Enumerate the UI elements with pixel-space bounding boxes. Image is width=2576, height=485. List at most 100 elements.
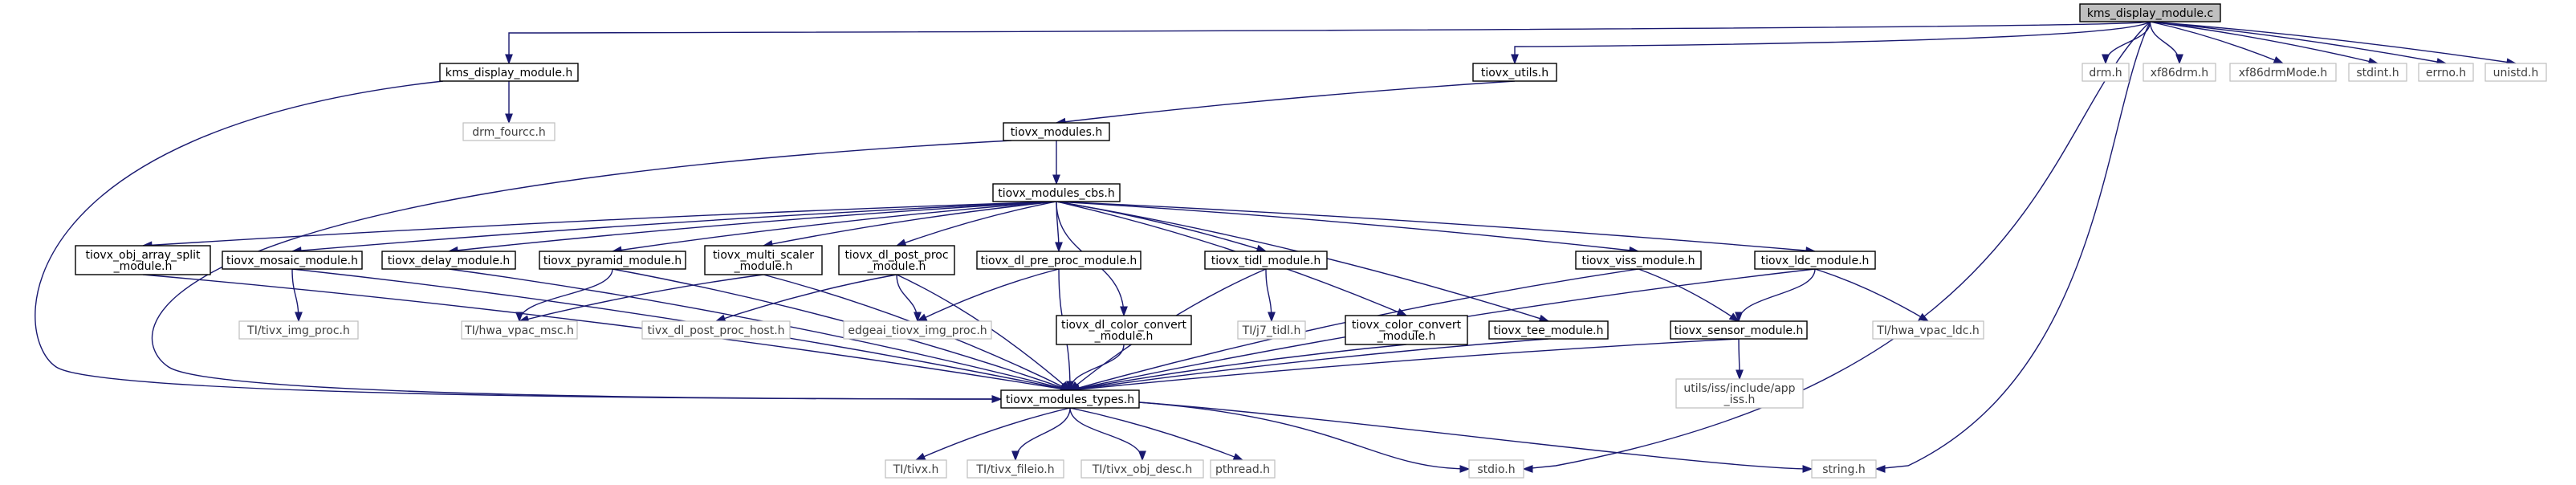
edge-arrowhead xyxy=(1459,465,1471,473)
node-box xyxy=(461,320,578,340)
node-box xyxy=(1003,122,1110,141)
node-label: TI/tivx_obj_desc.h xyxy=(1092,463,1193,476)
edge-line xyxy=(2150,21,2284,64)
edge-arrowhead xyxy=(1918,312,1930,322)
edge-tiovx_modules_h-to-tiovx_modules_cbs_h xyxy=(1052,141,1060,185)
node-label: TI/tivx_fileio.h xyxy=(975,463,1054,476)
node-tiovx-color-convert-module-h[interactable]: tiovx_color_convert_module.h xyxy=(1345,315,1468,345)
edge-arrowhead xyxy=(1268,312,1276,323)
node-box xyxy=(1468,459,1524,479)
edge-line xyxy=(519,274,764,322)
edge-tiovx_modules_types_h-to-tivx_fileio_h xyxy=(1011,407,1071,462)
edge-line xyxy=(917,268,1060,322)
edge-tiovx_modules_h-to-tiovx_modules_types_h xyxy=(151,140,1012,403)
node-tiovx-multi-scaler-module-h[interactable]: tiovx_multi_scaler_module.h xyxy=(704,245,823,275)
node-label: _iss.h xyxy=(1723,393,1756,406)
node-box xyxy=(1345,315,1468,345)
edge-line xyxy=(1814,268,1929,322)
node-box xyxy=(1670,320,1808,340)
edge-arrowhead xyxy=(1735,312,1743,323)
node-tiovx-tidl-module-h[interactable]: tiovx_tidl_module.h xyxy=(1204,251,1328,270)
edge-tiovx_modules_types_h-to-stdio_h xyxy=(1138,401,1471,473)
node-tiovx-utils-h[interactable]: tiovx_utils.h xyxy=(1472,63,1557,82)
node-label: TI/hwa_vpac_msc.h xyxy=(464,324,574,337)
node-tiovx-pyramid-module-h[interactable]: tiovx_pyramid_module.h xyxy=(539,251,686,270)
node-box xyxy=(381,251,516,270)
node-box xyxy=(1575,251,1702,270)
node-box xyxy=(1488,320,1609,340)
node-tiovx-delay-module-h[interactable]: tiovx_delay_module.h xyxy=(381,251,516,270)
edge-arrowhead xyxy=(1060,381,1072,391)
edge-arrowhead xyxy=(1120,306,1128,317)
edge-tiovx_modules_cbs_h-to-tiovx_dl_post_proc_module_h xyxy=(895,201,1057,247)
edge-kms_display_module_c-to-tiovx_utils_h xyxy=(1511,21,2151,65)
edge-tiovx_modules_types_h-to-tivx_obj_desc_h xyxy=(1069,407,1146,462)
node-tiovx-sensor-module-h[interactable]: tiovx_sensor_module.h xyxy=(1670,320,1808,340)
edge-arrowhead xyxy=(895,238,907,247)
edge-arrowhead xyxy=(914,312,922,323)
node-label: TI/j7_tidl.h xyxy=(1242,324,1301,337)
node-errno-h: errno.h xyxy=(2418,63,2474,82)
node-label: TI/hwa_vpac_ldc.h xyxy=(1876,324,1980,337)
node-box xyxy=(2082,63,2130,82)
node-box xyxy=(1472,63,1557,82)
edge-tiovx_tee_module_h-to-tiovx_modules_types_h xyxy=(1068,338,1549,393)
node-stdio-h: stdio.h xyxy=(1468,459,1524,479)
node-string-h: string.h xyxy=(1811,459,1877,479)
node-label: stdint.h xyxy=(2356,67,2399,79)
edge-tiovx_sensor_module_h-to-tiovx_modules_types_h xyxy=(1068,338,1740,393)
node-tivx-fileio-h: TI/tivx_fileio.h xyxy=(967,459,1064,479)
node-tiovx-mosaic-module-h[interactable]: tiovx_mosaic_module.h xyxy=(222,251,363,270)
node-kms-display-module-h[interactable]: kms_display_module.h xyxy=(439,63,579,82)
edge-arrowhead xyxy=(1728,312,1740,322)
edge-tiovx_dl_post_proc_module_h-to-edgeai_tiovx_img_proc_h xyxy=(896,274,922,323)
edge-kms_display_module_c-to-string_h xyxy=(1874,21,2151,473)
edge-arrowhead xyxy=(2175,54,2183,65)
edge-line xyxy=(1056,201,1407,316)
node-label: string.h xyxy=(1822,463,1866,476)
node-tiovx-tee-module-h[interactable]: tiovx_tee_module.h xyxy=(1488,320,1609,340)
edge-arrowhead xyxy=(914,452,926,461)
node-label: edgeai_tiovx_img_proc.h xyxy=(848,324,987,337)
node-label: TI/tivx_img_proc.h xyxy=(246,324,350,337)
node-tiovx-modules-cbs-h[interactable]: tiovx_modules_cbs.h xyxy=(992,183,1121,202)
node-label: _module.h xyxy=(113,260,173,273)
edge-tiovx_viss_module_h-to-tiovx_sensor_module_h xyxy=(1638,268,1740,322)
edge-arrowhead xyxy=(505,54,513,65)
node-label: tiovx_viss_module.h xyxy=(1581,255,1695,267)
node-tiovx-dl-color-convert-module-h[interactable]: tiovx_dl_color_convert_module.h xyxy=(1056,315,1192,345)
nodes-layer: kms_display_module.c kms_display_module.h… xyxy=(75,3,2547,479)
node-label: utils/iss/include/app xyxy=(1683,382,1795,395)
node-tiovx-modules-h[interactable]: tiovx_modules.h xyxy=(1003,122,1110,141)
edge-line xyxy=(896,274,918,322)
node-label: drm_fourcc.h xyxy=(472,126,546,139)
node-box xyxy=(2143,63,2216,82)
node-kms-display-module-c[interactable]: kms_display_module.c xyxy=(2079,3,2221,22)
node-tiovx-obj-array-split-module-h[interactable]: tiovx_obj_array_split_module.h xyxy=(75,245,211,275)
node-tiovx-ldc-module-h[interactable]: tiovx_ldc_module.h xyxy=(1754,251,1876,270)
edge-tiovx_dl_post_proc_module_h-to-tivx_dl_post_proc_host_h xyxy=(714,274,897,323)
edge-line xyxy=(142,274,1071,391)
node-box xyxy=(75,245,211,275)
node-box xyxy=(704,245,823,275)
edge-line xyxy=(1069,407,1243,461)
edge-line xyxy=(1069,344,1407,391)
node-label: tiovx_modules_types.h xyxy=(1006,393,1134,406)
node-label: tiovx_color_convert xyxy=(1352,319,1462,332)
edge-kms_display_module_c-to-kms_display_module_h xyxy=(505,21,2151,65)
node-label: tiovx_pyramid_module.h xyxy=(543,255,682,267)
node-box xyxy=(2418,63,2474,82)
node-box xyxy=(462,122,555,141)
edge-arrowhead xyxy=(1055,242,1063,253)
node-box xyxy=(439,63,579,82)
edge-line xyxy=(1056,201,1816,252)
node-tiovx-dl-post-proc-module-h[interactable]: tiovx_dl_post_proc_module.h xyxy=(838,245,955,275)
node-tiovx-modules-types-h[interactable]: tiovx_modules_types.h xyxy=(1000,389,1140,409)
node-tiovx-dl-pre-proc-module-h[interactable]: tiovx_dl_pre_proc_module.h xyxy=(976,251,1141,270)
node-label: stdio.h xyxy=(1477,463,1515,476)
node-label: tiovx_dl_color_convert xyxy=(1061,319,1187,332)
edge-line xyxy=(1069,338,1549,391)
node-box xyxy=(1675,378,1804,409)
edge-line xyxy=(2150,21,2379,64)
node-tiovx-viss-module-h[interactable]: tiovx_viss_module.h xyxy=(1575,251,1702,270)
